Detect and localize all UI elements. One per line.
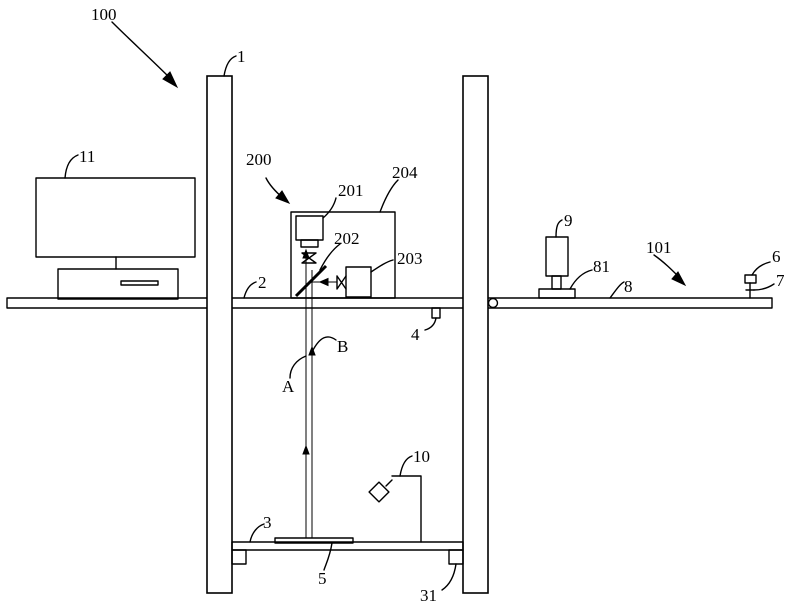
lamp <box>368 475 422 543</box>
leader-31 <box>441 563 457 591</box>
lamp-neck <box>385 479 393 487</box>
projector-body <box>345 266 372 298</box>
label-7: 7 <box>776 271 785 290</box>
label-5: 5 <box>318 569 327 588</box>
label-10: 10 <box>413 447 430 466</box>
path-arrow-lower <box>302 444 310 455</box>
lamp-head <box>368 481 390 503</box>
leader-2 <box>243 281 257 299</box>
optical-module <box>290 211 396 299</box>
leader-204 <box>379 179 399 213</box>
computer-monitor <box>35 177 196 258</box>
leader-200-arrow <box>275 190 291 204</box>
label-3: 3 <box>263 513 272 532</box>
label-4: 4 <box>411 325 420 344</box>
lower-platform <box>231 541 464 551</box>
end-sensor <box>744 274 757 299</box>
computer <box>35 177 196 300</box>
right-column <box>462 75 489 594</box>
left-column <box>206 75 233 594</box>
leader-100 <box>111 21 173 81</box>
beam-arrow-horizontal <box>318 277 329 287</box>
leader-6 <box>751 261 771 276</box>
leader-101-arrow <box>671 271 687 287</box>
leader-203 <box>370 259 394 273</box>
leader-5 <box>323 542 333 571</box>
label-200: 200 <box>246 150 272 169</box>
leader-b <box>311 336 337 353</box>
disk-slot <box>120 280 159 286</box>
leader-202 <box>319 243 341 271</box>
label-8: 8 <box>624 277 633 296</box>
label-204: 204 <box>392 163 418 182</box>
leader-100-arrow <box>162 71 179 89</box>
leader-3 <box>249 523 265 543</box>
computer-case <box>57 268 179 300</box>
support-foot-right <box>448 549 464 565</box>
label-1: 1 <box>237 47 246 66</box>
label-81: 81 <box>593 257 610 276</box>
label-b: B <box>337 337 348 356</box>
label-31: 31 <box>420 586 437 605</box>
camera-body <box>545 236 569 277</box>
base-plate <box>274 537 354 544</box>
leader-11 <box>64 154 79 179</box>
leader-4 <box>424 317 437 331</box>
pivot-joint <box>487 297 499 309</box>
mirror <box>294 264 328 298</box>
end-sensor-body <box>744 274 757 284</box>
label-11: 11 <box>79 147 95 166</box>
camera-mount <box>538 288 576 299</box>
label-2: 2 <box>258 273 267 292</box>
label-a: A <box>282 377 295 396</box>
label-100: 100 <box>91 5 117 24</box>
leader-1 <box>223 55 237 77</box>
leader-81 <box>569 269 593 290</box>
projector-lens <box>336 275 347 290</box>
label-9: 9 <box>564 211 573 230</box>
lens-holder <box>300 239 319 248</box>
leader-8 <box>609 281 625 299</box>
label-202: 202 <box>334 229 360 248</box>
label-101: 101 <box>646 238 672 257</box>
leader-9 <box>555 219 563 238</box>
leader-7 <box>753 283 775 291</box>
label-6: 6 <box>772 247 781 266</box>
module-housing <box>290 211 396 299</box>
camera-stem <box>551 275 562 290</box>
lens-unit <box>295 215 324 241</box>
leader-201 <box>322 197 337 219</box>
support-foot-left <box>231 549 247 565</box>
sensor <box>431 307 441 319</box>
leader-a <box>289 355 307 379</box>
lamp-stand <box>391 475 422 543</box>
label-203: 203 <box>397 249 423 268</box>
path-arrow-top <box>302 248 310 259</box>
leader-10 <box>399 455 413 477</box>
label-201: 201 <box>338 181 364 200</box>
